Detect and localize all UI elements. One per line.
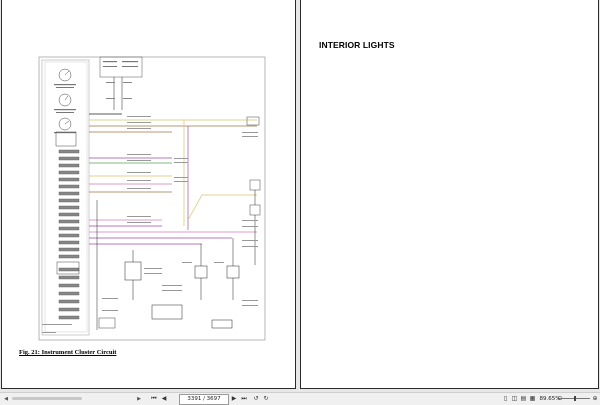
zoom-slider-thumb[interactable] (573, 396, 576, 401)
facing-view-icon[interactable]: ▦ (529, 395, 536, 402)
section-title: INTERIOR LIGHTS (319, 40, 395, 50)
single-page-view-icon[interactable]: ▯ (503, 395, 508, 402)
next-page-icon[interactable]: ▶ (231, 395, 237, 402)
first-page-icon[interactable]: ⏮ (151, 395, 157, 402)
zoom-level: 89.65% (539, 396, 561, 402)
scroll-left-arrow[interactable]: ◀ (4, 396, 8, 402)
back-icon[interactable]: ↺ (253, 395, 259, 402)
document-viewer: Fig. 21: Instrument Cluster Circuit INTE… (2, 0, 598, 388)
zoom-in-icon[interactable]: ⊕ (592, 395, 598, 402)
page-number-input[interactable]: 3391 / 3697 (179, 394, 229, 405)
zoom-out-icon[interactable]: ⊖ (557, 395, 563, 402)
figure-caption: Fig. 21: Instrument Cluster Circuit (19, 349, 117, 356)
continuous-view-icon[interactable]: ▤ (520, 395, 527, 402)
two-page-view-icon[interactable]: ◫ (511, 395, 518, 402)
scroll-right-arrow[interactable]: ▶ (137, 396, 141, 402)
forward-icon[interactable]: ↻ (263, 395, 269, 402)
zoom-slider[interactable] (562, 396, 590, 401)
instrument-cluster-wiring-diagram (38, 56, 266, 341)
pdf-page-left: Fig. 21: Instrument Cluster Circuit (2, 0, 295, 388)
pdf-page-right: INTERIOR LIGHTS (301, 0, 598, 388)
last-page-icon[interactable]: ⏭ (241, 395, 247, 402)
horizontal-scrollbar[interactable] (12, 397, 82, 400)
viewer-toolbar: ◀ ▶ ⏮ ◀ 3391 / 3697 ▶ ⏭ ↺ ↻ ▯ ◫ ▤ ▦ 89.6… (0, 392, 600, 405)
previous-page-icon[interactable]: ◀ (161, 395, 167, 402)
